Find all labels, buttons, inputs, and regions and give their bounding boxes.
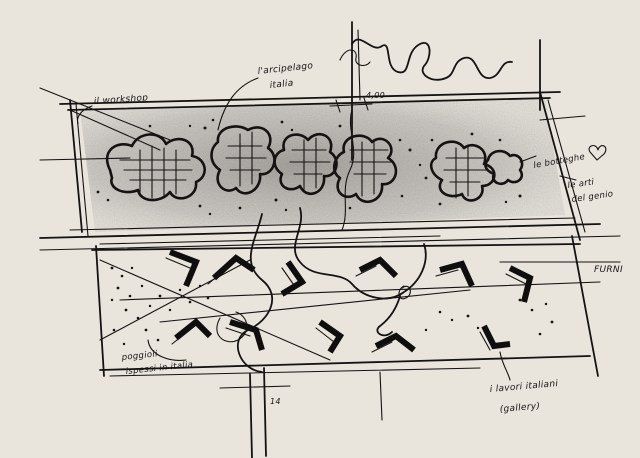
upper-diagonal-2 bbox=[39, 87, 171, 141]
island-6 bbox=[484, 149, 524, 186]
freeform-contour bbox=[351, 38, 513, 81]
heart-doodle bbox=[588, 144, 607, 161]
bottom-vertical-2 bbox=[263, 367, 267, 457]
dimension-tick-top bbox=[329, 97, 373, 113]
lower-cross-line bbox=[159, 289, 471, 323]
island-3 bbox=[273, 133, 338, 196]
pavilions-top-row bbox=[168, 249, 534, 303]
lower-band-bottom-edge bbox=[99, 355, 591, 371]
label-arti-1: le arti bbox=[567, 177, 595, 191]
lower-band-right-edge bbox=[571, 235, 599, 377]
island-dots bbox=[96, 118, 522, 216]
label-lavori-2: (gallery) bbox=[499, 401, 540, 414]
lower-diagonal-1 bbox=[99, 259, 331, 361]
island-5 bbox=[429, 140, 496, 202]
pavilion-2 bbox=[211, 254, 256, 281]
upper-band-left-edge bbox=[69, 99, 83, 233]
upper-band bbox=[39, 87, 601, 241]
pavilion-3 bbox=[280, 260, 307, 297]
label-archipelago-2: italia bbox=[269, 79, 294, 91]
leader-workshop bbox=[76, 105, 93, 125]
lower-band bbox=[39, 207, 621, 377]
lower-diagonal-2 bbox=[99, 259, 251, 341]
label-workshop: il workshop bbox=[94, 93, 149, 107]
pavilion-1 bbox=[168, 249, 200, 288]
freeform-contour-start bbox=[339, 49, 371, 67]
bottom-vertical-1 bbox=[249, 373, 253, 458]
leader-botteghe bbox=[519, 155, 537, 163]
upper-band-texture bbox=[80, 98, 565, 232]
bottom-horizontal bbox=[219, 385, 291, 389]
pavilion-8 bbox=[229, 319, 265, 351]
upper-band-bottom-edge-2 bbox=[69, 217, 576, 231]
lower-band-top-edge-2 bbox=[99, 235, 441, 245]
leader-archipelago bbox=[217, 77, 259, 131]
upper-guide-line bbox=[39, 157, 131, 161]
pavilion-outlines bbox=[165, 257, 527, 353]
bottom-dimensions: 14 bbox=[147, 339, 511, 458]
dimension-label-top: 4,00 bbox=[366, 91, 385, 100]
connector-down-curve bbox=[216, 311, 248, 343]
upper-band-left-edge-2 bbox=[75, 103, 89, 237]
dimension-label-bottom: 14 bbox=[270, 397, 281, 406]
lower-band-left-edge bbox=[95, 245, 105, 377]
upper-band-right-edge-2 bbox=[547, 99, 586, 233]
top-sketch: 4,00 bbox=[329, 21, 541, 231]
annotation-leader-bottom-right bbox=[499, 351, 511, 381]
loop-arrow bbox=[398, 285, 411, 300]
label-furni: FURNI bbox=[594, 265, 623, 275]
annotation-leader-bottom-left bbox=[147, 339, 187, 361]
lower-band-top-edge bbox=[91, 243, 581, 251]
upper-band-top-edge bbox=[59, 91, 561, 105]
island-2 bbox=[210, 125, 276, 195]
upper-diagonal-1 bbox=[69, 109, 161, 151]
upper-band-top-edge-2 bbox=[67, 97, 551, 111]
island-1 bbox=[105, 133, 206, 202]
upper-right-tick bbox=[539, 115, 586, 121]
pavilion-5 bbox=[439, 260, 475, 288]
connector-top-curve bbox=[341, 109, 355, 231]
circulation-path bbox=[236, 207, 427, 373]
lower-long-line-1 bbox=[39, 235, 621, 251]
archipelago-islands bbox=[96, 118, 524, 216]
pavilion-9 bbox=[318, 319, 345, 354]
pavilion-10 bbox=[374, 332, 416, 353]
pavilion-7 bbox=[174, 317, 213, 341]
label-poggioli-1: poggioli bbox=[120, 349, 158, 363]
bottom-vertical-3 bbox=[379, 371, 383, 421]
pavilions-bottom-row bbox=[174, 317, 511, 354]
island-hatch bbox=[119, 131, 489, 199]
lower-band-bottom-edge-2 bbox=[109, 367, 481, 377]
leader-arti bbox=[559, 175, 577, 181]
lower-dot-field bbox=[110, 266, 554, 346]
pavilion-6 bbox=[508, 265, 534, 303]
island-4 bbox=[332, 134, 398, 204]
upper-band-bottom-edge bbox=[39, 223, 601, 239]
pavilion-11 bbox=[481, 324, 511, 350]
pavilion-4 bbox=[358, 256, 399, 279]
upper-band-right-edge bbox=[539, 91, 581, 241]
